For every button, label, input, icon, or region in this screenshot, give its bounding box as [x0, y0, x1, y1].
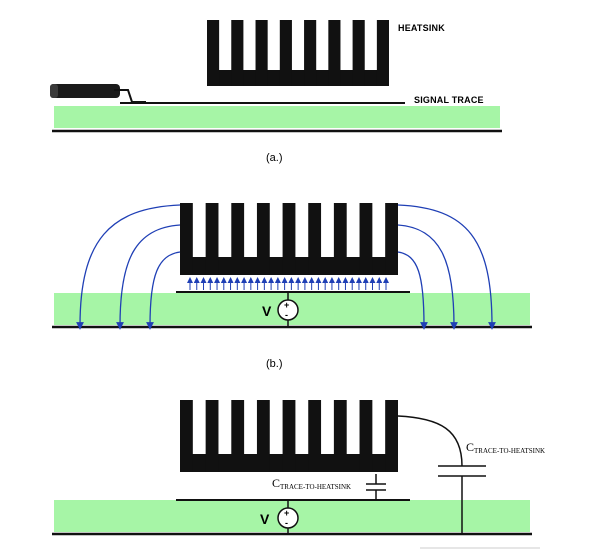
heatsink-fin: [352, 20, 365, 86]
heatsink-fin: [333, 400, 347, 472]
panel-b: + - V (b.): [52, 203, 532, 370]
capacitor-label-inner: CTRACE-TO-HEATSINK: [272, 476, 351, 491]
heatsink-label: HEATSINK: [398, 23, 445, 33]
capacitor-trace-to-heatsink-inner: [366, 474, 386, 500]
signal-trace-label: SIGNAL TRACE: [414, 95, 484, 105]
heatsink-fin: [279, 20, 292, 86]
capacitor-label-outer: CTRACE-TO-HEATSINK: [466, 440, 545, 455]
pcb-board: [54, 106, 500, 128]
field-line-right-mid: [397, 224, 458, 330]
caption-b: (b.): [266, 358, 283, 370]
heatsink-fin: [328, 20, 341, 86]
heatsink: [180, 203, 398, 275]
heatsink-fin: [205, 400, 219, 472]
caption-a: (a.): [266, 152, 283, 164]
minus-icon: -: [285, 310, 288, 320]
chip-component: [50, 84, 120, 98]
capacitor-trace-to-heatsink-outer: [397, 415, 486, 534]
voltage-source-icon: [277, 299, 299, 321]
heatsink: [180, 400, 398, 472]
plus-icon: +: [284, 300, 289, 310]
field-line-right-inner: [397, 251, 428, 330]
heatsink-fin: [231, 20, 244, 86]
heatsink-fin: [385, 203, 398, 275]
voltage-label: V: [262, 303, 272, 319]
voltage-source-icon: [277, 507, 299, 529]
field-line-left-inner: [146, 251, 181, 330]
heatsink-fin: [376, 20, 389, 86]
heatsink-fin: [255, 20, 268, 86]
panel-a: HEATSINK SIGNAL TRACE (a.): [50, 20, 502, 164]
heatsink-base: [207, 70, 389, 86]
heatsink: [207, 20, 389, 86]
panel-c: + - V CTRACE-TO-HEATSINK CTRACE-TO-HEATS…: [52, 400, 545, 549]
heatsink-fin: [207, 20, 220, 86]
heatsink-fin: [333, 203, 347, 275]
heatsink-fin: [304, 20, 317, 86]
field-line-left-mid: [116, 224, 181, 330]
field-line-left-outer: [76, 204, 181, 330]
heatsink-fin: [180, 203, 193, 275]
heatsink-fin: [282, 203, 296, 275]
voltage-label: V: [260, 511, 270, 527]
heatsink-fin: [359, 400, 373, 472]
chip-lead: [114, 89, 146, 103]
heatsink-fin: [308, 203, 322, 275]
heatsink-fin: [231, 400, 245, 472]
heatsink-fin: [231, 203, 245, 275]
field-line-right-outer: [397, 204, 496, 330]
chip-endcap: [50, 84, 58, 98]
heatsink-fin: [282, 400, 296, 472]
heatsink-fin: [180, 400, 193, 472]
heatsink-fin: [359, 203, 373, 275]
heatsink-fin: [205, 203, 219, 275]
field-arrows: [187, 277, 389, 290]
heatsink-fin: [256, 400, 270, 472]
heatsink-fin: [308, 400, 322, 472]
heatsink-fin: [256, 203, 270, 275]
fringing-field-lines: [76, 204, 496, 330]
heatsink-fin: [385, 400, 398, 472]
plus-icon: +: [284, 508, 289, 518]
minus-icon: -: [285, 518, 288, 528]
